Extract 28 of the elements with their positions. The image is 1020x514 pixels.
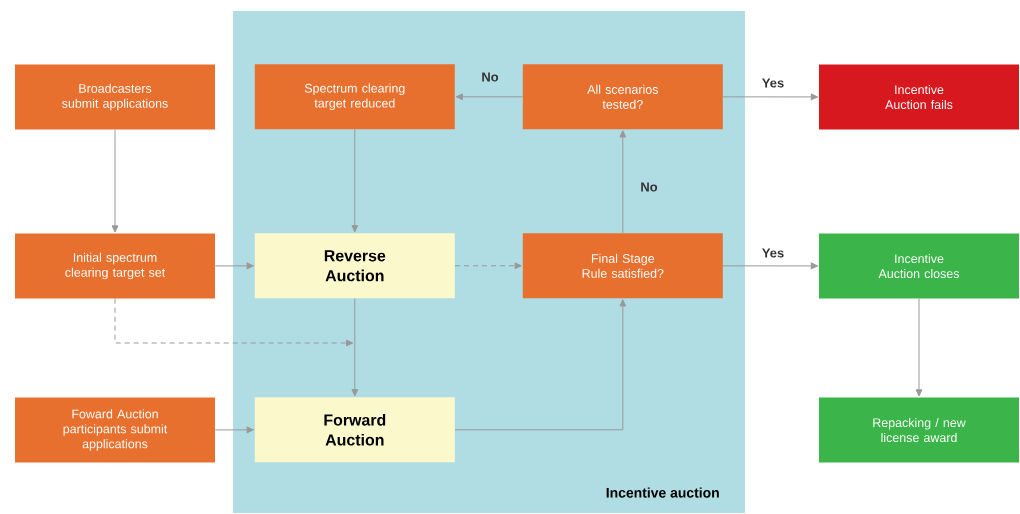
arrow bbox=[111, 129, 119, 233]
arrow bbox=[214, 262, 254, 270]
arrow bbox=[455, 93, 524, 101]
arrow bbox=[915, 298, 923, 397]
arrow bbox=[722, 262, 819, 270]
dashed-arrow bbox=[454, 262, 522, 270]
process-box: Broadcasters submit applications bbox=[15, 64, 215, 130]
arrow bbox=[351, 129, 359, 233]
result-box: Incentive Auction closes bbox=[819, 233, 1019, 299]
result-box: Incentive Auction fails bbox=[819, 64, 1019, 130]
arrow bbox=[351, 298, 359, 397]
arrow bbox=[214, 426, 254, 434]
auction-box: Forward Auction bbox=[254, 397, 455, 463]
decision-box: Final Stage Rule satisfied? bbox=[522, 233, 723, 299]
arrow bbox=[454, 299, 627, 431]
edge-label: Yes bbox=[760, 247, 786, 259]
edge-label: No bbox=[639, 181, 659, 193]
edge-label: No bbox=[480, 71, 500, 83]
process-box: Spectrum clearing target reduced bbox=[254, 64, 455, 130]
auction-box: Reverse Auction bbox=[254, 233, 455, 299]
process-box: Initial spectrum clearing target set bbox=[15, 233, 215, 299]
dashed-arrow bbox=[114, 298, 354, 347]
edge-label: Yes bbox=[760, 77, 786, 89]
arrow bbox=[722, 93, 819, 101]
process-box: Foward Auction participants submit applications bbox=[15, 397, 215, 463]
result-box: Repacking / new license award bbox=[819, 397, 1019, 463]
decision-box: All scenarios tested? bbox=[522, 64, 723, 130]
arrow bbox=[619, 130, 627, 234]
